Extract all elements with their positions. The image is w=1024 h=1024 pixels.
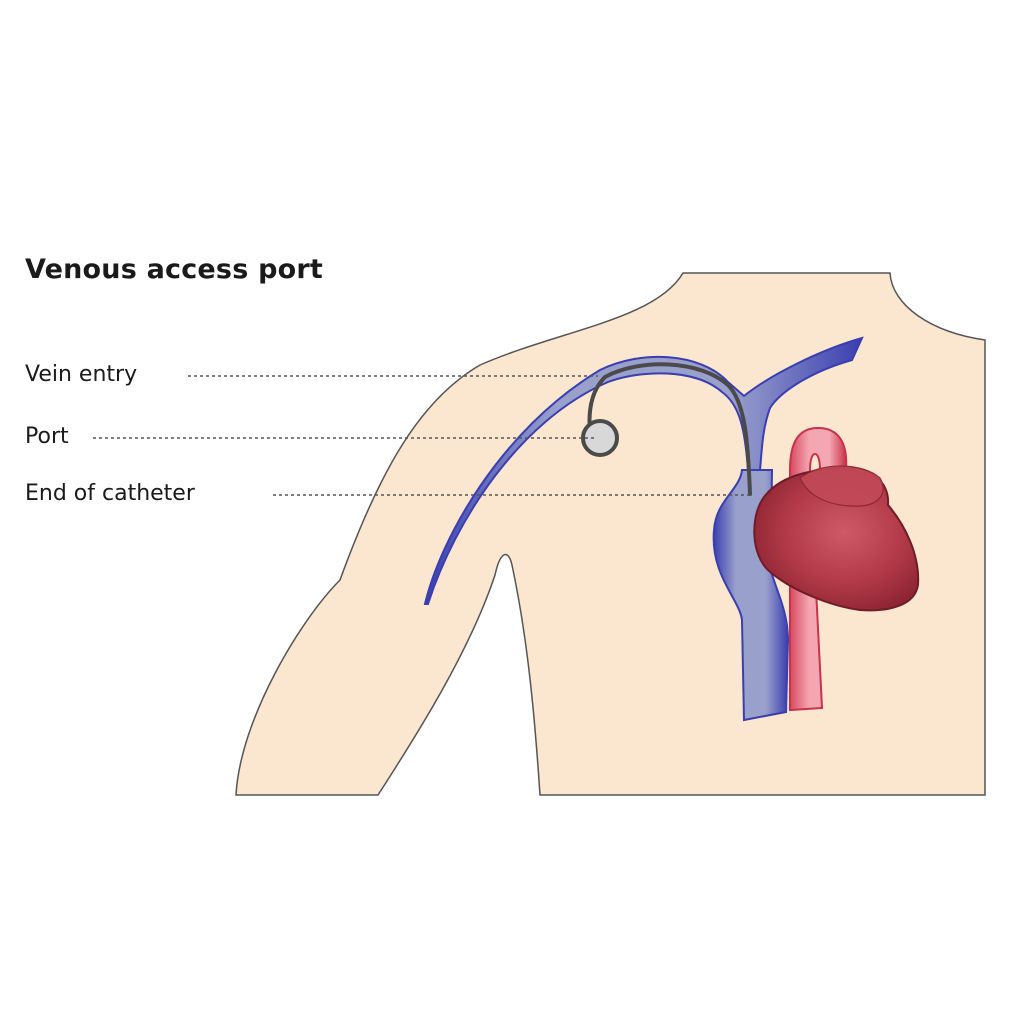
heart-atrium (799, 465, 884, 507)
label-end-of-catheter: End of catheter (25, 481, 195, 506)
label-vein-entry: Vein entry (25, 362, 138, 387)
catheter (587, 362, 752, 496)
label-port: Port (25, 424, 69, 449)
diagram-title: Venous access port (25, 254, 323, 285)
subclavian-vein (423, 336, 864, 605)
port-device (581, 419, 619, 457)
